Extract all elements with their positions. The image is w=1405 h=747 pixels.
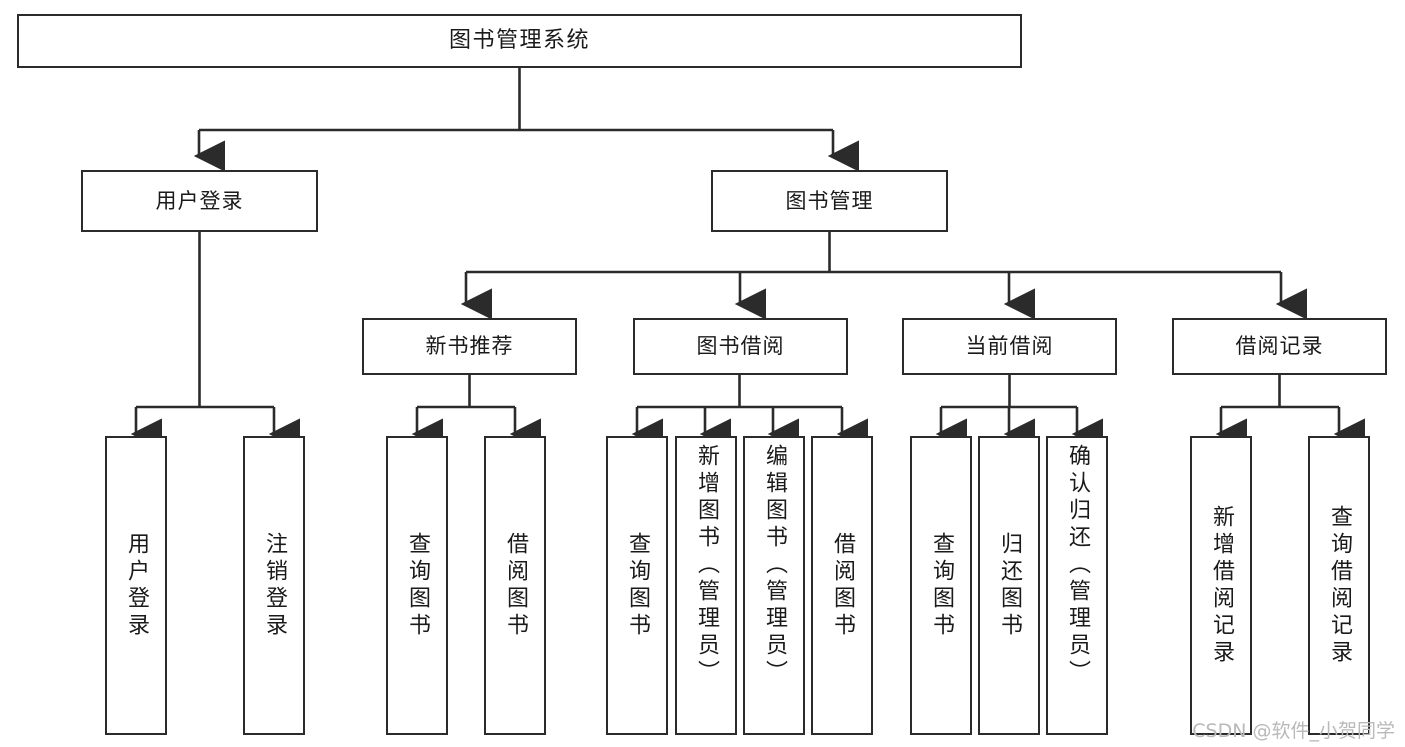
node-label: 查询图书 xyxy=(405,531,430,640)
node-user-login[interactable]: 用户登录 xyxy=(81,170,318,232)
node-book-management[interactable]: 图书管理 xyxy=(711,170,948,232)
node-label: 归还图书 xyxy=(997,531,1022,640)
node-label: 图书借阅 xyxy=(696,334,785,359)
node-label: 当前借阅 xyxy=(965,334,1054,359)
node-label: 借阅记录 xyxy=(1235,334,1324,359)
node-label: 新增图书（管理员） xyxy=(694,444,719,687)
node-label: 查询借阅记录 xyxy=(1327,504,1352,667)
node-label: 查询图书 xyxy=(929,531,954,640)
node-label: 借阅图书 xyxy=(503,531,528,640)
node-label: 用户登录 xyxy=(155,188,244,213)
node-label: 图书管理系统 xyxy=(448,28,590,54)
leaf-query-book-recommend[interactable]: 查询图书 xyxy=(386,436,448,735)
leaf-query-book-current[interactable]: 查询图书 xyxy=(910,436,972,735)
node-label: 注销登录 xyxy=(262,531,287,640)
node-book-borrow[interactable]: 图书借阅 xyxy=(633,318,848,375)
node-new-book-recommend[interactable]: 新书推荐 xyxy=(362,318,577,375)
node-label: 确认归还（管理员） xyxy=(1065,444,1090,687)
leaf-add-book-admin[interactable]: 新增图书（管理员） xyxy=(675,436,737,735)
node-label: 借阅图书 xyxy=(830,531,855,640)
leaf-return-book[interactable]: 归还图书 xyxy=(978,436,1040,735)
node-current-borrow[interactable]: 当前借阅 xyxy=(902,318,1117,375)
leaf-query-borrow-record[interactable]: 查询借阅记录 xyxy=(1308,436,1370,735)
node-label: 新书推荐 xyxy=(425,334,514,359)
leaf-logout-login[interactable]: 注销登录 xyxy=(243,436,305,735)
node-label: 用户登录 xyxy=(124,531,149,640)
leaf-borrow-book-borrow[interactable]: 借阅图书 xyxy=(811,436,873,735)
node-borrow-record[interactable]: 借阅记录 xyxy=(1172,318,1387,375)
node-label: 新增借阅记录 xyxy=(1209,504,1234,667)
leaf-edit-book-admin[interactable]: 编辑图书（管理员） xyxy=(743,436,805,735)
node-label: 图书管理 xyxy=(785,188,874,213)
node-root-system[interactable]: 图书管理系统 xyxy=(17,14,1022,68)
leaf-borrow-book-recommend[interactable]: 借阅图书 xyxy=(484,436,546,735)
leaf-add-borrow-record[interactable]: 新增借阅记录 xyxy=(1190,436,1252,735)
leaf-query-book-borrow[interactable]: 查询图书 xyxy=(606,436,668,735)
node-label: 查询图书 xyxy=(625,531,650,640)
node-label: 编辑图书（管理员） xyxy=(762,444,787,687)
leaf-user-login[interactable]: 用户登录 xyxy=(105,436,167,735)
leaf-confirm-return-admin[interactable]: 确认归还（管理员） xyxy=(1046,436,1108,735)
